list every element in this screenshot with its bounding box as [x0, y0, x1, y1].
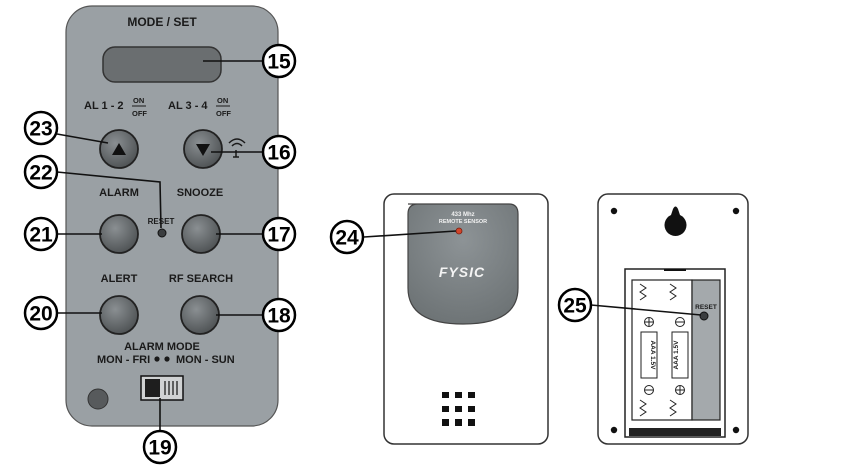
callout-15: 15 — [261, 43, 297, 79]
mode-dot-left — [154, 356, 160, 362]
battery-door-tab — [629, 428, 721, 436]
back-reset-button[interactable] — [699, 311, 709, 321]
sensor-back: RESET AAA 1.5V AAA 1.5V — [597, 193, 749, 445]
screw-top-right — [732, 207, 740, 215]
battery-springs — [639, 283, 677, 417]
callout-17: 17 — [261, 216, 297, 252]
sensor-vents — [442, 392, 475, 426]
alert-button[interactable] — [99, 295, 139, 335]
al12-label: AL 1 - 2 — [84, 100, 124, 112]
callout-22-label: 22 — [29, 162, 52, 185]
reset-button[interactable] — [157, 228, 167, 238]
mode-set-label: MODE / SET — [127, 15, 197, 29]
callout-19-label: 19 — [148, 437, 171, 460]
snooze-label: SNOOZE — [177, 187, 223, 199]
rf-search-label: RF SEARCH — [169, 273, 233, 285]
screw-bottom-left — [610, 426, 618, 434]
signal-icon — [228, 138, 246, 158]
callout-16-label: 16 — [267, 142, 290, 165]
down-arrow-icon — [196, 144, 210, 156]
callout-22: 22 — [23, 154, 59, 190]
sensor-freq-label: 433 Mhz — [451, 212, 474, 218]
screw-top-left — [610, 207, 618, 215]
callout-21: 21 — [23, 216, 59, 252]
callout-17-label: 17 — [267, 224, 290, 247]
up-arrow-icon — [112, 143, 126, 155]
callout-20: 20 — [23, 295, 59, 331]
mode-dot-right — [164, 356, 170, 362]
remote-sensor: 433 Mhz REMOTE SENSOR FYSIC — [383, 193, 549, 445]
alarm-label: ALARM — [99, 187, 139, 199]
battery-left-label: AAA 1.5V — [649, 340, 656, 370]
battery-right: AAA 1.5V — [671, 317, 689, 395]
al34-on-label: ON — [217, 96, 228, 105]
mon-fri-label: MON - FRI — [97, 354, 150, 366]
callout-25: 25 — [557, 287, 593, 323]
wall-hanger-hole — [664, 206, 687, 237]
callout-16: 16 — [261, 134, 297, 170]
callout-18-label: 18 — [267, 305, 291, 328]
mode-set-button[interactable] — [102, 46, 222, 83]
screw-bottom-right — [732, 426, 740, 434]
sensor-remote-label: REMOTE SENSOR — [439, 219, 487, 225]
speaker-hole — [87, 388, 109, 410]
callout-23-label: 23 — [29, 118, 52, 141]
callout-20-label: 20 — [29, 303, 52, 326]
callout-19: 19 — [142, 429, 178, 465]
al12-on-label: ON — [133, 96, 144, 105]
back-reset-label: RESET — [695, 304, 717, 311]
al34-label: AL 3 - 4 — [168, 100, 208, 112]
callout-24-label: 24 — [335, 227, 359, 250]
control-panel: MODE / SET AL 1 - 2 ON OFF AL 3 - 4 ON O… — [65, 5, 279, 427]
leader-lines — [56, 60, 702, 430]
battery-right-label: AAA 1.5V — [673, 340, 680, 370]
alarm-mode-switch[interactable] — [140, 375, 184, 401]
alert-label: ALERT — [101, 273, 138, 285]
sensor-window — [407, 203, 519, 325]
callout-21-label: 21 — [29, 224, 53, 247]
callout-24: 24 — [329, 219, 365, 255]
alarm-mode-label: ALARM MODE — [124, 341, 200, 353]
reset-side-panel — [691, 279, 721, 421]
brand-logo: FYSIC — [439, 264, 485, 280]
al34-off-label: OFF — [216, 109, 231, 118]
alarm-button[interactable] — [99, 214, 139, 254]
callout-18: 18 — [261, 297, 297, 333]
callout-15-label: 15 — [267, 51, 291, 74]
rf-search-button[interactable] — [180, 295, 220, 335]
al12-off-label: OFF — [132, 109, 147, 118]
snooze-button[interactable] — [181, 214, 221, 254]
mon-sun-label: MON - SUN — [176, 354, 235, 366]
battery-left: AAA 1.5V — [640, 317, 658, 395]
sensor-led — [455, 227, 463, 235]
callout-25-label: 25 — [563, 295, 587, 318]
callout-23: 23 — [23, 110, 59, 146]
